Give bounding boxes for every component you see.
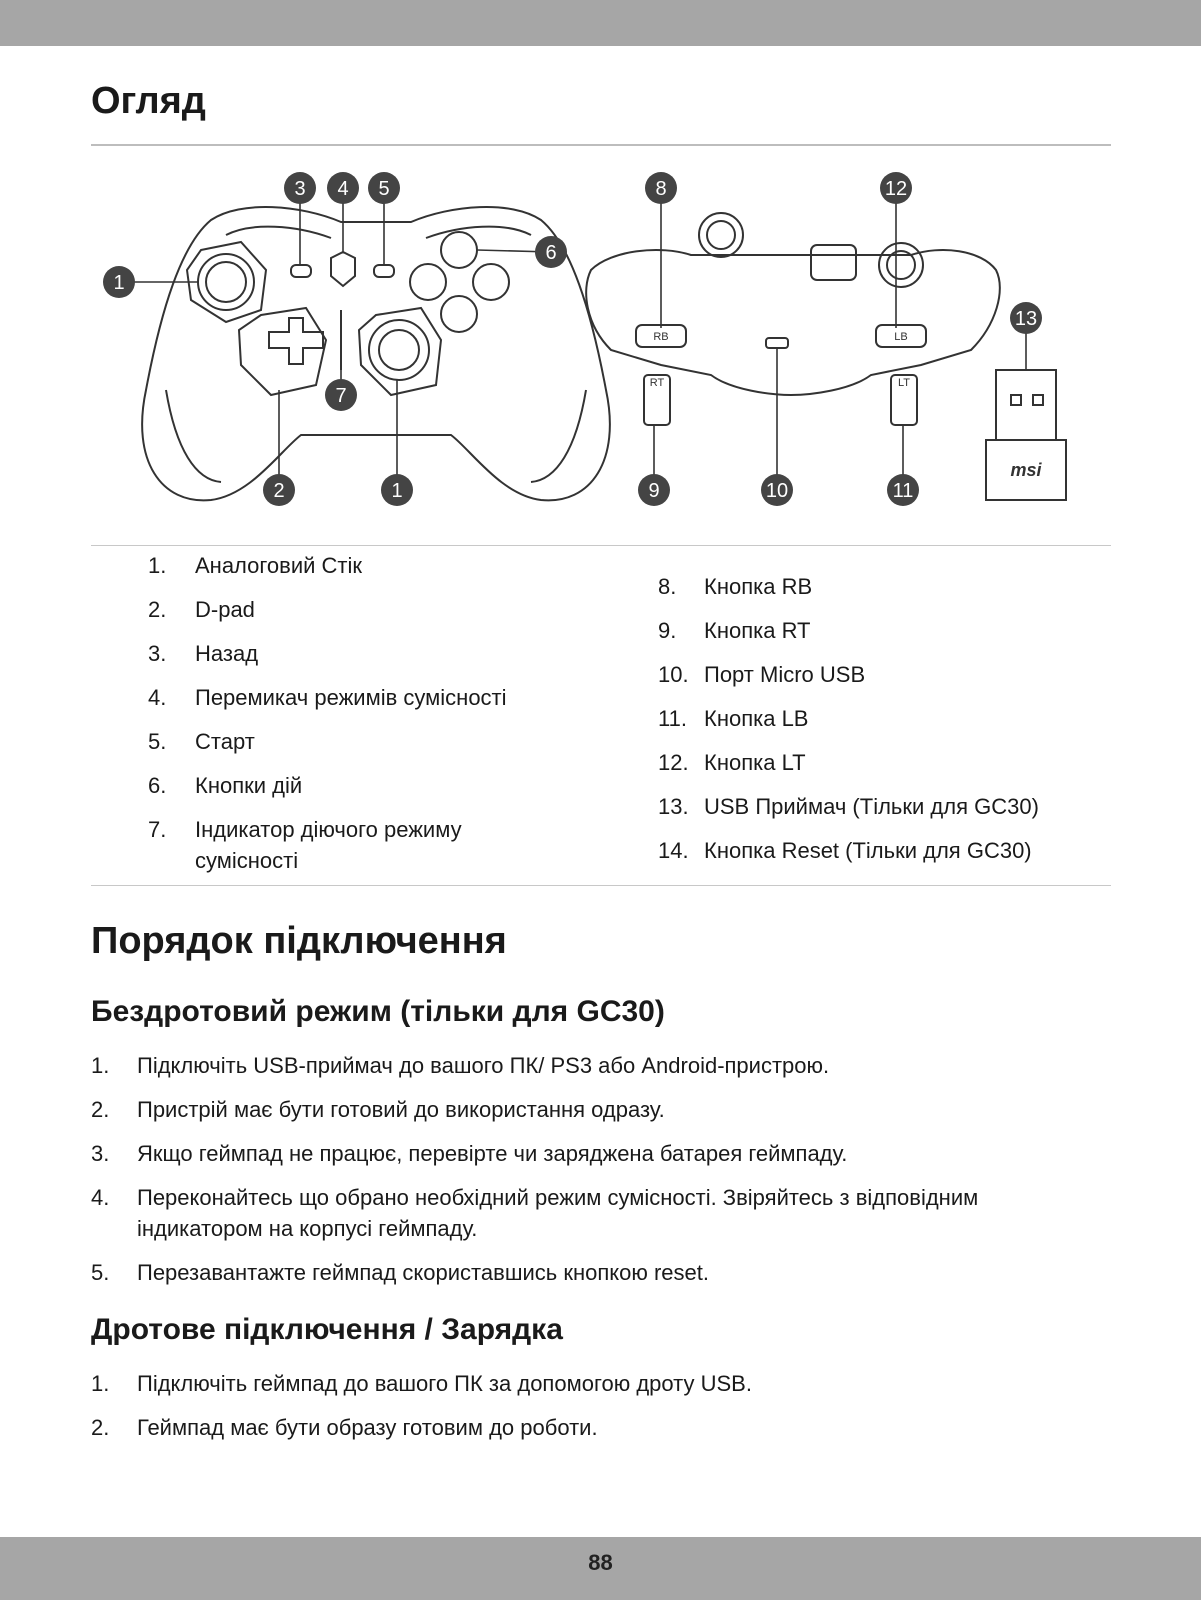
list-item: 7.Індикатор діючого режиму сумісності [148, 817, 462, 873]
top-view-left-stick [698, 212, 744, 258]
start-button [373, 264, 395, 278]
callout-8: 8 [655, 178, 666, 200]
dpad-housing [237, 306, 328, 397]
wired-steps-list: 1.Підключіть геймпад до вашого ПК за доп… [91, 1368, 1111, 1456]
label-rt: RT [650, 377, 665, 389]
parts-bottom-divider [91, 885, 1111, 886]
callout-7: 7 [335, 385, 346, 407]
list-item: 13.USB Приймач (Тільки для GC30) [658, 794, 1039, 819]
page-number: 88 [588, 1550, 613, 1575]
right-stick-housing [357, 306, 443, 397]
rt-trigger [643, 374, 671, 426]
list-item: 1.Підключіть геймпад до вашого ПК за доп… [91, 1371, 752, 1396]
list-item: 5.Старт [148, 729, 255, 754]
list-item: 1.Підключіть USB-приймач до вашого ПК/ P… [91, 1053, 830, 1078]
callout-4: 4 [337, 178, 348, 200]
controller-diagram: RB LB RT LT msi [91, 160, 1111, 530]
list-item: 14.Кнопка Reset (Тільки для GC30) [658, 838, 1032, 863]
label-rb: RB [653, 331, 668, 343]
callout-10: 10 [766, 480, 788, 502]
mode-button [330, 250, 356, 288]
list-item: 8.Кнопка RB [658, 574, 813, 599]
callout-11: 11 [893, 480, 914, 502]
usb-receiver-plug [995, 369, 1057, 441]
list-item: 11.Кнопка LB [658, 706, 809, 731]
callout-3: 3 [294, 178, 305, 200]
micro-usb-port [765, 337, 789, 349]
connection-title: Порядок підключення [91, 920, 507, 962]
list-item: 12.Кнопка LT [658, 750, 806, 775]
list-item: 2.Пристрій має бути готовий до використа… [91, 1097, 665, 1122]
callout-6: 6 [545, 242, 556, 264]
action-button-right [472, 263, 510, 301]
callout-5: 5 [378, 178, 389, 200]
title-divider [91, 144, 1111, 146]
list-item: 5.Перезавантажте геймпад скориставшись к… [91, 1260, 709, 1285]
back-button [290, 264, 312, 278]
callout-markers [103, 172, 1042, 506]
usb-receiver-body [985, 439, 1067, 501]
wired-title: Дротове підключення / Зарядка [91, 1313, 563, 1346]
list-item: 9.Кнопка RT [658, 618, 811, 643]
action-button-left [409, 263, 447, 301]
list-item: 10.Порт Micro USB [658, 662, 866, 687]
callout-12: 12 [885, 178, 907, 200]
controller-diagram-svg: RB LB RT LT msi [103, 172, 1067, 506]
front-controller-body [141, 206, 611, 502]
parts-list-right: 8.Кнопка RB 9.Кнопка RT 10.Порт Micro US… [658, 571, 1118, 879]
action-button-bottom [440, 295, 478, 333]
parts-list-left: 1.Аналоговий Стік 2.D-pad 3.Назад 4.Пере… [148, 550, 608, 889]
action-button-top [440, 231, 478, 269]
right-stick [368, 319, 430, 381]
label-lb: LB [894, 331, 907, 343]
list-item: 4.Переконайтесь що обрано необхідний реж… [91, 1185, 979, 1241]
footer-bar [0, 1537, 1201, 1600]
wireless-title: Бездротовий режим (тільки для GC30) [91, 995, 665, 1028]
header-bar [0, 0, 1201, 46]
callout-13: 13 [1015, 308, 1037, 330]
callout-2: 2 [273, 480, 284, 502]
list-item: 2.Геймпад має бути образу готовим до роб… [91, 1415, 598, 1440]
wireless-steps-list: 1.Підключіть USB-приймач до вашого ПК/ P… [91, 1050, 1111, 1301]
list-item: 1.Аналоговий Стік [148, 553, 363, 578]
receiver-logo: msi [1010, 460, 1042, 480]
list-item: 2.D-pad [148, 597, 255, 622]
lt-trigger [890, 374, 918, 426]
top-controller-body [585, 249, 1001, 397]
parts-top-divider [91, 545, 1111, 546]
overview-title: Огляд [91, 80, 206, 122]
left-stick-housing [185, 240, 268, 324]
callout-1-left: 1 [113, 272, 124, 294]
callout-9: 9 [648, 480, 659, 502]
list-item: 3.Назад [148, 641, 259, 666]
list-item: 4.Перемикач режимів сумісності [148, 685, 507, 710]
callout-1-right: 1 [391, 480, 402, 502]
lb-button [875, 324, 927, 348]
dpad [268, 317, 324, 365]
label-lt: LT [898, 377, 910, 389]
list-item: 6.Кнопки дій [148, 773, 303, 798]
list-item: 3.Якщо геймпад не працює, перевірте чи з… [91, 1141, 848, 1166]
